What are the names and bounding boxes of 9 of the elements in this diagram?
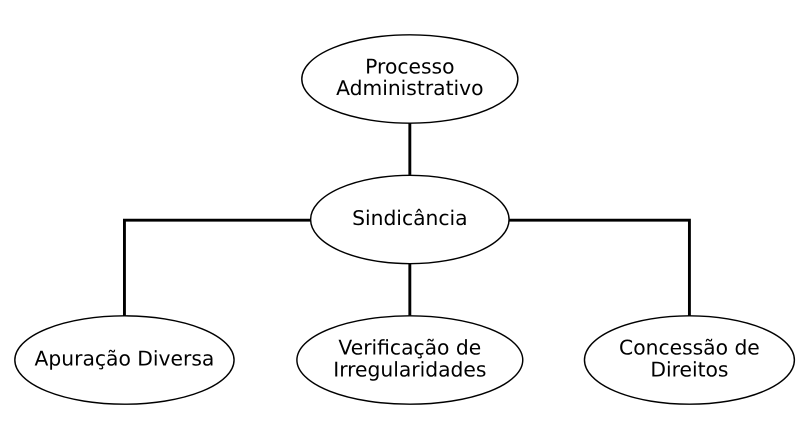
node-ellipse: Concessão de Direitos	[583, 315, 795, 405]
connector	[408, 123, 411, 175]
connector	[508, 218, 690, 316]
connector	[408, 264, 411, 316]
node-ellipse: Sindicância	[309, 174, 510, 264]
node-ellipse: Verificação de Irregularidades	[296, 315, 523, 405]
connector	[122, 218, 310, 316]
node-ellipse: Apuração Diversa	[14, 315, 234, 405]
node-ellipse: Processo Administrativo	[300, 34, 518, 124]
